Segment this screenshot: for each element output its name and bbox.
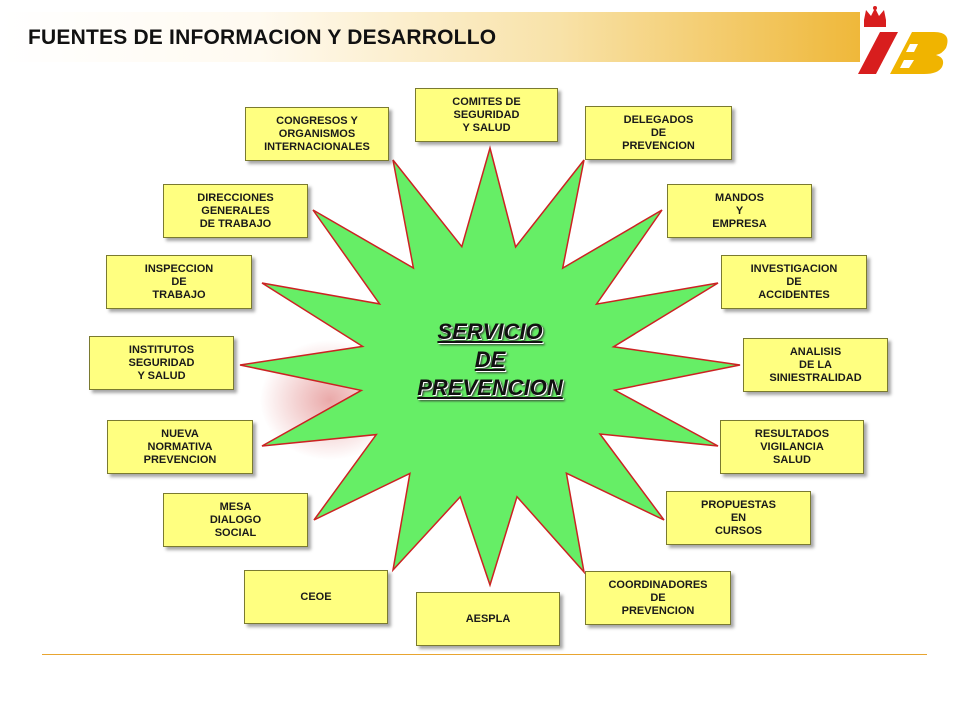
node-nueva: NUEVA NORMATIVA PREVENCION: [107, 420, 253, 474]
node-aespla: AESPLA: [416, 592, 560, 646]
star-shape: [239, 145, 741, 588]
node-mesa: MESA DIALOGO SOCIAL: [163, 493, 308, 547]
page-title: FUENTES DE INFORMACION Y DESARROLLO: [28, 26, 497, 49]
center-label: SERVICIO DE PREVENCION: [417, 319, 563, 400]
node-ceoe: CEOE: [244, 570, 388, 624]
node-resultados: RESULTADOS VIGILANCIA SALUD: [720, 420, 864, 474]
node-congresos: CONGRESOS Y ORGANISMOS INTERNACIONALES: [245, 107, 389, 161]
logo-red-stripe: [858, 32, 898, 74]
node-inspeccion: INSPECCION DE TRABAJO: [106, 255, 252, 309]
node-mandos: MANDOS Y EMPRESA: [667, 184, 812, 238]
logo-b-hole-top: [906, 44, 918, 52]
iberia-logo: [858, 6, 948, 74]
header-band: [0, 12, 860, 62]
node-institutos: INSTITUTOS SEGURIDAD Y SALUD: [89, 336, 234, 390]
footer-line: [42, 654, 927, 655]
node-analisis: ANALISIS DE LA SINIESTRALIDAD: [743, 338, 888, 392]
crown-icon: [864, 6, 886, 27]
node-investigacion: INVESTIGACION DE ACCIDENTES: [721, 255, 867, 309]
node-comites: COMITES DE SEGURIDAD Y SALUD: [415, 88, 558, 142]
node-propuestas: PROPUESTAS EN CURSOS: [666, 491, 811, 545]
node-direcciones: DIRECCIONES GENERALES DE TRABAJO: [163, 184, 308, 238]
node-delegados: DELEGADOS DE PREVENCION: [585, 106, 732, 160]
node-coordinadores: COORDINADORES DE PREVENCION: [585, 571, 731, 625]
logo-b-hole-bottom: [900, 60, 914, 68]
